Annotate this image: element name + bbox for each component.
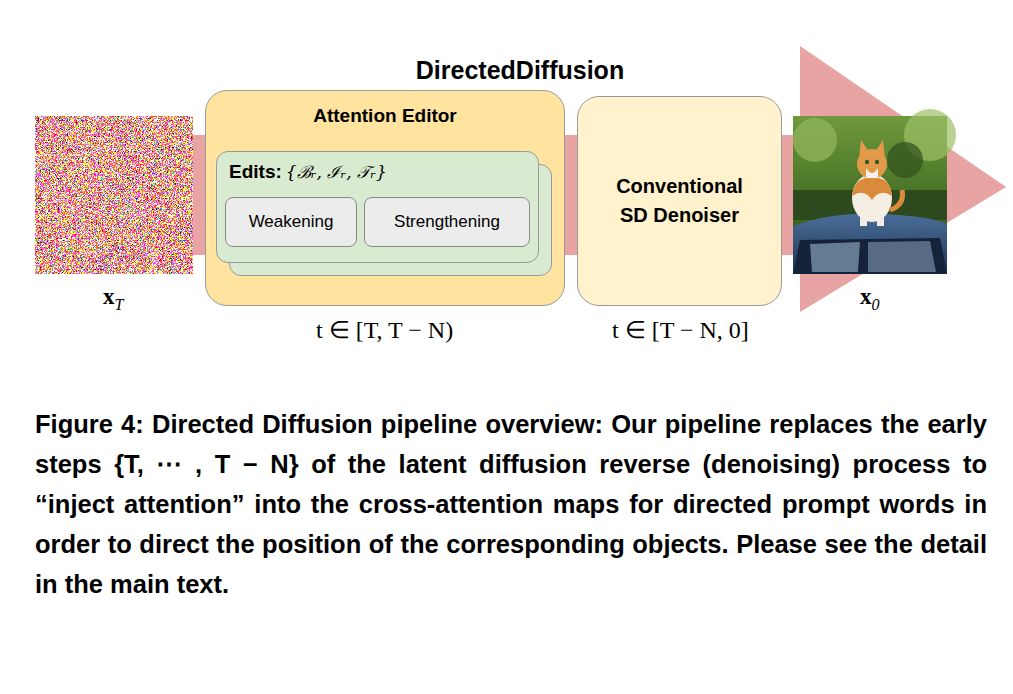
denoiser-box: Conventional SD Denoiser xyxy=(577,96,782,306)
flow-connector xyxy=(564,195,578,196)
text-holder: Strengthening xyxy=(365,198,529,246)
box-formula: {ℬᵣ, ℐᵣ, 𝒯ᵣ} xyxy=(286,160,387,183)
box-heading: Attention Editor xyxy=(313,105,457,127)
timestep-range: t ∈ [T, T − N) xyxy=(316,316,453,344)
text-holder: Edits:{ℬᵣ, ℐᵣ, 𝒯ᵣ} xyxy=(229,160,387,183)
box-heading: Conventional SD Denoiser xyxy=(616,172,743,230)
editor-box: Attention EditorEdits:{ℬᵣ, ℐᵣ, 𝒯ᵣ} Weaken… xyxy=(205,90,565,306)
figure-caption: Figure 4: Directed Diffusion pipeline ov… xyxy=(35,404,987,604)
edits-box: Edits:{ℬᵣ, ℐᵣ, 𝒯ᵣ} Weakening Strengthening xyxy=(216,151,539,263)
noise-image xyxy=(35,116,193,274)
text-holder: Weakening xyxy=(226,198,356,246)
output-image xyxy=(793,109,956,274)
timestep-range: t ∈ [T − N, 0] xyxy=(612,316,749,344)
input-label: xT xyxy=(103,284,123,314)
flow-band xyxy=(564,135,578,255)
text-holder: Conventional SD Denoiser xyxy=(578,97,781,305)
strengthening-button: Strengthening xyxy=(364,197,530,247)
weakening-button: Weakening xyxy=(225,197,357,247)
output-label: x0 xyxy=(860,284,880,314)
noise-image-ground xyxy=(35,116,193,274)
box-heading: Edits: xyxy=(229,161,282,183)
diagram-title: DirectedDiffusion xyxy=(320,56,720,85)
text-holder: Attention Editor xyxy=(206,105,564,127)
box-heading: Weakening xyxy=(249,212,334,232)
box-heading: Strengthening xyxy=(394,212,500,232)
